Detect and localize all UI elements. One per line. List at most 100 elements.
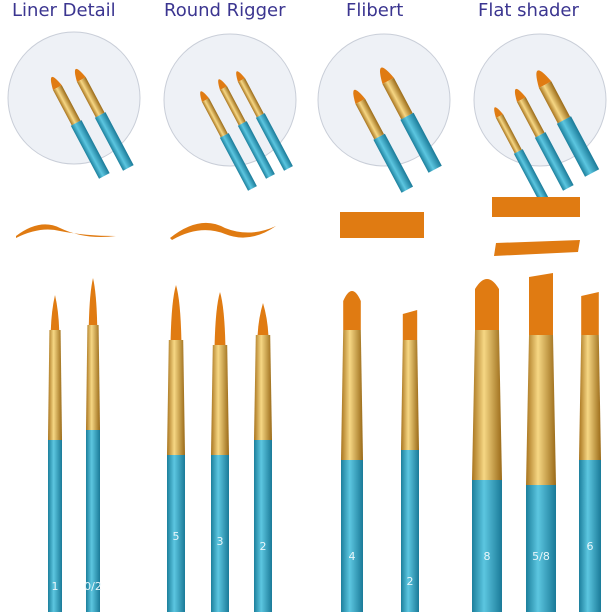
brush-size-label: 4 [349, 550, 356, 563]
mini-bristle [380, 67, 394, 85]
category-title-round-rigger: Round Rigger [164, 0, 286, 21]
mini-bristle [218, 79, 228, 91]
brush-ferrule [579, 335, 601, 460]
mini-bristle [50, 77, 62, 91]
brush-handle [48, 440, 62, 612]
brush: 1 [48, 295, 62, 612]
mini-handle [513, 149, 551, 207]
brush: 2 [401, 310, 419, 612]
brush-handle [472, 480, 502, 612]
brush-size-label: 2 [260, 540, 267, 553]
brush-handle [401, 450, 419, 612]
mini-brush [236, 71, 293, 171]
mini-brush [218, 79, 275, 179]
category-title-flibert: Flibert [346, 0, 404, 21]
mini-bristle [514, 89, 526, 103]
brush-bristles [343, 291, 361, 330]
brush-bristles [214, 292, 226, 345]
stroke-sample-round [170, 222, 276, 240]
brush-bristles [402, 310, 418, 340]
mini-bristle [74, 69, 86, 83]
mini-handle [400, 112, 442, 173]
stroke-sample-liner [16, 224, 116, 238]
stroke-sample-flat-1 [492, 197, 580, 217]
brush-handle [86, 430, 100, 612]
brush-ferrule [48, 330, 62, 440]
mini-handle [70, 120, 110, 179]
brush-size-label: 5 [173, 530, 180, 543]
brush-handle [211, 455, 229, 612]
mini-ferrule [382, 77, 413, 120]
brush-handle [579, 460, 601, 612]
brush: 5 [167, 285, 185, 612]
mini-brush [536, 70, 600, 177]
mini-brush [353, 89, 414, 193]
brush-ferrule [341, 330, 363, 460]
brush-ferrule [211, 345, 229, 455]
brush-bristles [170, 285, 182, 340]
mini-ferrule [237, 78, 264, 118]
brush-bristles [475, 279, 499, 330]
brush-handle [254, 440, 272, 612]
brush-size-label: 6 [587, 540, 594, 553]
category-title-liner-detail: Liner Detail [12, 0, 116, 21]
brush-ferrule [254, 335, 272, 440]
mini-ferrule [516, 97, 545, 138]
mini-ferrule [76, 77, 105, 118]
brush-handle [526, 485, 556, 612]
mini-brush [494, 107, 551, 207]
brush: 0/2 [84, 278, 102, 612]
mini-bristle [200, 91, 210, 103]
brush: 3 [211, 292, 229, 612]
brush-bristles [581, 292, 599, 335]
brush-handle [341, 460, 363, 612]
brush-ferrule [526, 335, 556, 485]
mini-ferrule [538, 81, 571, 124]
mini-brush [380, 67, 442, 173]
brush: 5/8 [526, 273, 556, 612]
mini-bristle [353, 89, 366, 105]
brush-size-label: 3 [217, 535, 224, 548]
brush-bristles [50, 295, 60, 330]
brush-ferrule [472, 330, 502, 480]
mini-ferrule [355, 98, 384, 140]
brush-ferrule [86, 325, 100, 430]
brush-size-label: 8 [484, 550, 491, 563]
mini-handle [534, 132, 574, 191]
brush-ferrule [401, 340, 419, 450]
mini-handle [373, 133, 414, 193]
mini-brush [514, 89, 574, 191]
brush: 2 [254, 303, 272, 612]
brush-size-label: 1 [52, 580, 59, 593]
mini-brush [74, 69, 134, 171]
mini-handle [255, 113, 293, 171]
mini-handle [94, 112, 134, 171]
mini-ferrule [201, 98, 228, 138]
brush-size-label: 5/8 [532, 550, 550, 563]
brush-bristles [529, 273, 553, 335]
category-title-flat-shader: Flat shader [478, 0, 579, 21]
mini-handle [219, 133, 257, 191]
brush-ferrule [167, 340, 185, 455]
mini-ferrule [52, 85, 81, 126]
brush: 8 [472, 279, 502, 612]
brush-bristles [257, 303, 269, 335]
brush-size-label: 2 [407, 575, 414, 588]
brush-handle [167, 455, 185, 612]
mini-handle [237, 121, 275, 179]
stroke-sample-flat-2 [494, 240, 580, 256]
brush-size-label: 0/2 [84, 580, 102, 593]
mini-ferrule [219, 86, 246, 126]
mini-bristle [494, 107, 504, 119]
stroke-sample-flibert [340, 212, 424, 238]
mini-brush [50, 77, 110, 179]
brush-bristles [88, 278, 98, 325]
mini-bristle [536, 70, 552, 89]
mini-bristle [236, 71, 246, 83]
brush: 4 [341, 291, 363, 612]
mini-brush [200, 91, 257, 191]
mini-handle [556, 116, 600, 177]
mini-ferrule [495, 114, 522, 154]
